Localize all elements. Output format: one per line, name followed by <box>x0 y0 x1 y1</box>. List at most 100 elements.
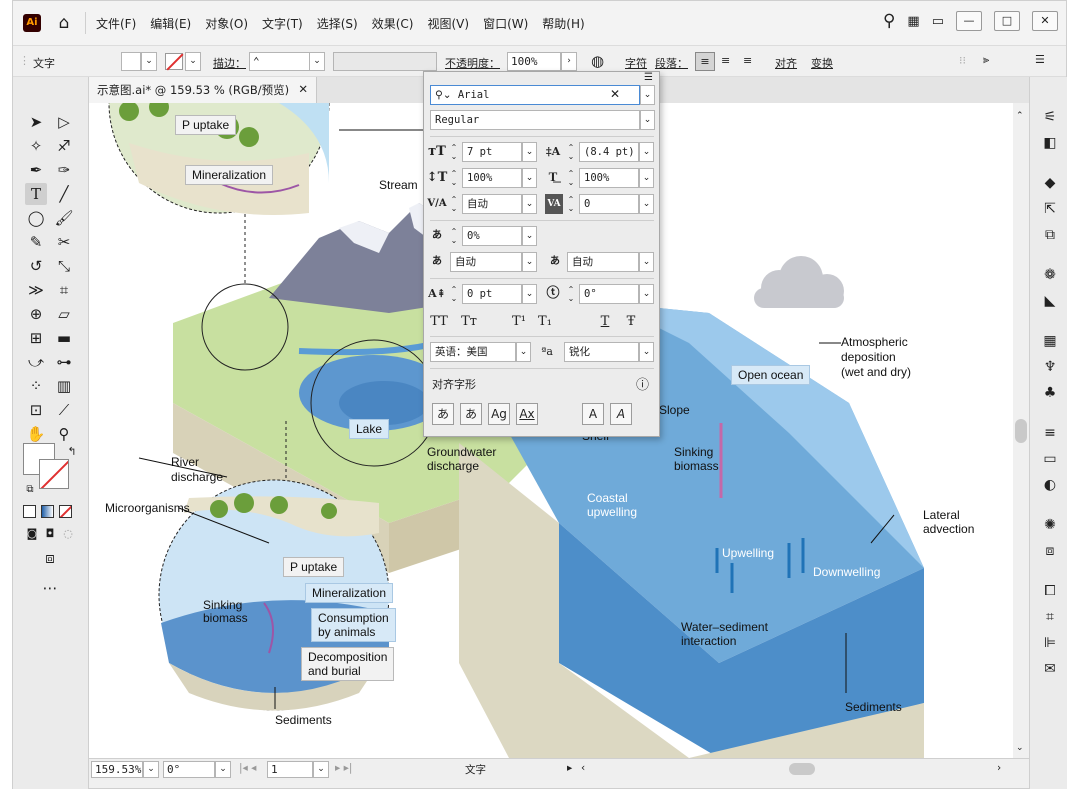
font-family-input[interactable]: ⚲⌄ Arial <box>430 85 640 105</box>
grid-icon[interactable]: ⁝⁝ <box>959 54 966 67</box>
transform-link[interactable]: 变换 <box>811 57 833 70</box>
snap-baseline-button[interactable]: Ag <box>488 403 510 425</box>
lasso-tool-icon[interactable]: ♐ <box>57 137 71 155</box>
color-mode-icon[interactable] <box>23 505 36 518</box>
horizontal-scale-spinner[interactable]: ⌃⌄ <box>567 169 575 187</box>
free-transform-tool-icon[interactable]: ⌗ <box>59 281 69 299</box>
artboard-tool-icon[interactable]: ⊡ <box>29 401 43 419</box>
leading-spinner[interactable]: ⌃⌄ <box>567 143 575 161</box>
swap-colors-icon[interactable]: ↰ <box>67 445 77 458</box>
artboard-input[interactable]: 1 <box>267 761 313 778</box>
gradient-icon[interactable]: ▭ <box>1043 451 1057 467</box>
stroke-weight-dropdown[interactable]: ⌄ <box>309 52 325 71</box>
superscript-button[interactable]: T¹ <box>512 314 526 329</box>
comments-icon[interactable]: ✉ <box>1044 661 1056 677</box>
vertical-scrollbar[interactable]: ⌃ ⌄ <box>1013 103 1029 758</box>
font-size-dropdown[interactable]: ⌄ <box>522 142 537 162</box>
isolate-icon[interactable]: ⫸ <box>983 53 990 66</box>
color-guide-icon[interactable]: ◣ <box>1044 293 1056 309</box>
close-tab-icon[interactable]: ✕ <box>298 82 308 96</box>
clear-font-icon[interactable]: ✕ <box>610 87 621 101</box>
none-mode-icon[interactable] <box>59 505 72 518</box>
gradient-tool-icon[interactable]: ▬ <box>56 329 72 347</box>
vertical-scroll-thumb[interactable] <box>1015 419 1027 443</box>
small-caps-button[interactable]: Tт <box>461 314 477 329</box>
leading-input[interactable]: (8.4 pt) <box>579 142 639 162</box>
transform-icon[interactable]: ⌗ <box>1046 609 1054 625</box>
panel-menu-icon[interactable]: ☰ <box>644 72 653 83</box>
font-style-select[interactable]: Regular <box>430 110 640 130</box>
draw-behind-icon[interactable]: ◘ <box>45 527 55 540</box>
artboard-dropdown[interactable]: ⌄ <box>313 761 329 778</box>
ellipse-tool-icon[interactable]: ◯ <box>27 209 45 227</box>
snap-em-box-button[interactable]: あ <box>432 403 454 425</box>
char-rotation-spinner[interactable]: ⌃⌄ <box>567 285 575 303</box>
recolor-icon[interactable]: ◍ <box>591 52 605 70</box>
tsume-spinner[interactable]: ⌃⌄ <box>450 227 458 245</box>
hand-tool-icon[interactable]: ✋ <box>26 425 46 443</box>
export-icon[interactable]: ⇱ <box>1044 201 1056 217</box>
fill-dropdown[interactable]: ⌄ <box>141 52 157 71</box>
tracking-input[interactable]: 0 <box>579 194 639 214</box>
stroke-none-icon[interactable] <box>165 53 184 71</box>
paintbrush-tool-icon[interactable]: 🖌 <box>54 209 74 227</box>
draw-inside-icon[interactable]: ◌ <box>63 527 73 540</box>
vertical-scale-input[interactable]: 100% <box>462 168 522 188</box>
width-tool-icon[interactable]: ≫ <box>28 281 44 299</box>
first-artboard-icon[interactable]: |◂ ◂ <box>239 762 257 774</box>
horizontal-scroll-thumb[interactable] <box>789 763 815 775</box>
baseline-shift-input[interactable]: 0 pt <box>462 284 522 304</box>
minimize-button[interactable]: — <box>956 11 982 31</box>
more-tools-icon[interactable]: ⋯ <box>42 579 58 597</box>
panel-menu-icon[interactable]: ☰ <box>1035 53 1045 66</box>
character-link[interactable]: 字符 <box>625 57 647 70</box>
properties-icon[interactable]: ⚟ <box>1043 109 1057 125</box>
menu-window[interactable]: 窗口(W) <box>483 16 529 31</box>
char-rotation-dropdown[interactable]: ⌄ <box>639 284 654 304</box>
document-tab[interactable]: 示意图.ai* @ 159.53 % (RGB/预览) ✕ <box>89 77 317 103</box>
menu-effect[interactable]: 效果(C) <box>371 16 414 31</box>
blend-tool-icon[interactable]: ⊶ <box>56 353 72 371</box>
opacity-dropdown[interactable]: › <box>561 52 577 71</box>
menu-view[interactable]: 视图(V) <box>427 16 470 31</box>
menu-help[interactable]: 帮助(H) <box>542 16 585 31</box>
kerning-dropdown[interactable]: ⌄ <box>522 194 537 214</box>
scissors-tool-icon[interactable]: ✂ <box>57 233 71 251</box>
tsume-dropdown[interactable]: ⌄ <box>522 226 537 246</box>
libraries-icon[interactable]: ◧ <box>1043 135 1057 151</box>
home-icon[interactable]: ⌂ <box>58 13 70 33</box>
aki-right-select[interactable]: 自动 <box>567 252 639 272</box>
hscroll-right-icon[interactable]: › <box>997 762 1002 774</box>
draw-normal-icon[interactable]: ◙ <box>26 527 38 540</box>
kerning-input[interactable]: 自动 <box>462 194 522 214</box>
mesh-tool-icon[interactable]: ⊞ <box>29 329 43 347</box>
align-right-icon[interactable]: ≡ <box>743 54 753 67</box>
leading-dropdown[interactable]: ⌄ <box>639 142 654 162</box>
gradient-mode-icon[interactable] <box>41 505 54 518</box>
rotate-tool-icon[interactable]: ↺ <box>29 257 43 275</box>
baseline-shift-spinner[interactable]: ⌃⌄ <box>450 285 458 303</box>
rotation-input[interactable]: 0° <box>163 761 215 778</box>
subscript-button[interactable]: T₁ <box>538 314 552 329</box>
kerning-spinner[interactable]: ⌃⌄ <box>450 195 458 213</box>
type-tool-icon[interactable]: T <box>25 183 47 205</box>
aki-left-select[interactable]: 自动 <box>450 252 522 272</box>
transparency-icon[interactable]: ◐ <box>1043 477 1057 493</box>
fill-swatch[interactable] <box>121 52 141 71</box>
font-style-dropdown[interactable]: ⌄ <box>640 110 655 130</box>
tsume-input[interactable]: 0% <box>462 226 522 246</box>
snap-angular-button[interactable]: A <box>610 403 632 425</box>
pencil-tool-icon[interactable]: ✎ <box>29 233 43 251</box>
graphic-styles-icon[interactable]: ⧈ <box>1045 543 1055 559</box>
stroke-icon[interactable]: ≡ <box>1044 425 1056 441</box>
align-center-icon[interactable]: ≡ <box>721 54 731 67</box>
color-icon[interactable]: ❁ <box>1044 267 1056 283</box>
language-dropdown[interactable]: ⌄ <box>516 342 531 362</box>
align-left-button[interactable]: ≡ <box>695 52 715 71</box>
brushes-icon[interactable]: ♆ <box>1043 359 1057 375</box>
horizontal-scale-input[interactable]: 100% <box>579 168 639 188</box>
snap-xheight-button[interactable]: Ax <box>516 403 538 425</box>
menu-edit[interactable]: 编辑(E) <box>150 16 192 31</box>
close-window-button[interactable]: ✕ <box>1032 11 1058 31</box>
layers-icon[interactable]: ◆ <box>1044 175 1056 191</box>
